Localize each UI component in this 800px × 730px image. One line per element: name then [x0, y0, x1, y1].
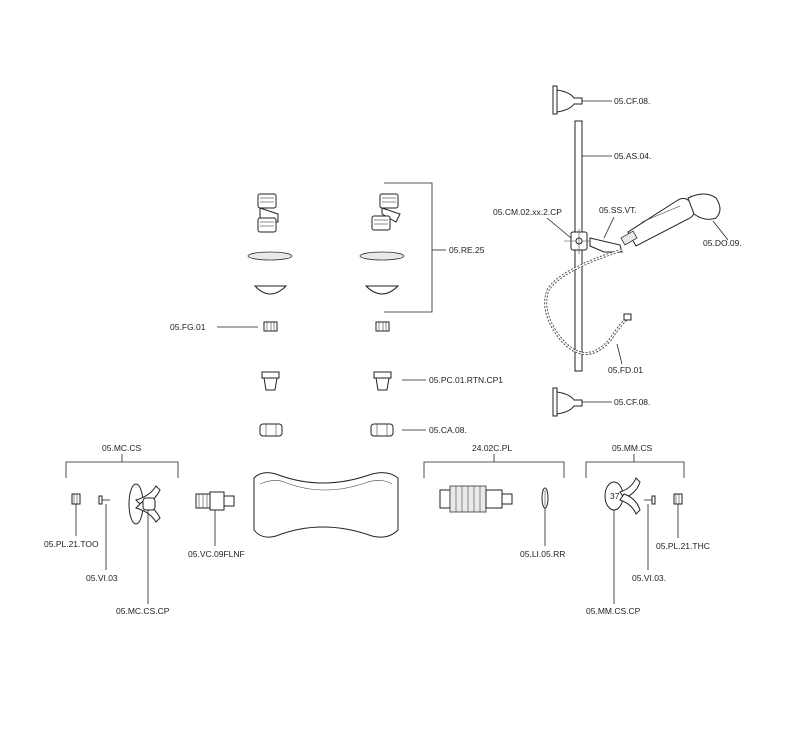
label-pc: 05.PC.01.RTN.CP1: [429, 375, 503, 385]
check-valve-left: [261, 371, 280, 391]
cover-cup-left: [253, 285, 288, 295]
label-mc-cs-cp: 05.MC.CS.CP: [116, 606, 170, 616]
label-fd: 05.FD.01: [608, 365, 643, 375]
cover-cup-right: [364, 285, 400, 295]
label-pl-too: 05.PL.21.TOO: [44, 539, 99, 549]
slider-cross-handle: [564, 229, 594, 254]
label-cartridge: 24.02C.PL: [472, 443, 512, 453]
label-vc: 05.VC.09FLNF: [188, 549, 245, 559]
label-pl-thc: 05.PL.21.THC: [656, 541, 710, 551]
eccentric-union-left: [257, 193, 279, 233]
bracket-re: [384, 182, 433, 313]
label-mm-cs-cp: 05.MM.CS.CP: [586, 606, 641, 616]
ceramic-headwork: [195, 491, 235, 511]
leader-ss: [603, 216, 615, 239]
label-do: 05.DO.09.: [703, 238, 742, 248]
leader-cm: [546, 217, 572, 239]
check-valve-right: [373, 371, 392, 391]
label-mm-cs: 05.MM.CS: [612, 443, 652, 453]
hex-nut-left: [259, 423, 283, 437]
index-button-right: [673, 493, 683, 505]
screw-left: [98, 495, 110, 505]
label-vi-left: 05.VI.03: [86, 573, 118, 583]
label-li: 05.LI.05.RR: [520, 549, 565, 559]
label-fg: 05.FG.01: [170, 322, 206, 332]
hex-nut-right: [370, 423, 394, 437]
label-cf-top: 05.CF.08.: [614, 96, 650, 106]
knob-number: 37: [610, 491, 620, 501]
hand-shower: [620, 193, 721, 247]
cross-handle-right: 37: [604, 477, 641, 515]
flange-plate-left: [247, 251, 293, 261]
label-ca: 05.CA.08.: [429, 425, 467, 435]
label-vi-right: 05.VI.03.: [632, 573, 666, 583]
index-button-left: [71, 493, 81, 505]
wall-bracket-bottom: [552, 387, 583, 417]
cross-handle-left: [128, 483, 161, 525]
filter-gasket-right: [375, 321, 390, 332]
shower-hose: [544, 248, 632, 355]
leader-do: [712, 220, 729, 241]
eccentric-union-right: [371, 193, 401, 231]
label-re: 05.RE.25: [449, 245, 485, 255]
bracket-mm-cs: [585, 461, 685, 478]
label-ss: 05.SS.VT.: [599, 205, 637, 215]
leader-fd: [616, 343, 623, 365]
bracket-cartridge: [423, 461, 565, 478]
label-cm: 05.CM.02.xx.2.CP: [493, 207, 562, 217]
flange-plate-right: [359, 251, 405, 261]
screw-right: [644, 495, 656, 505]
wall-bracket-top: [552, 85, 583, 115]
label-cf-bottom: 05.CF.08.: [614, 397, 650, 407]
bracket-mc-cs: [65, 461, 179, 478]
limit-ring: [541, 487, 549, 509]
filter-gasket-left: [263, 321, 278, 332]
swivel-holder: [589, 237, 623, 253]
valve-body: [253, 472, 399, 538]
label-as: 05.AS.04.: [614, 151, 651, 161]
thermostatic-cartridge: [439, 485, 513, 513]
label-mc-cs: 05.MC.CS: [102, 443, 142, 453]
